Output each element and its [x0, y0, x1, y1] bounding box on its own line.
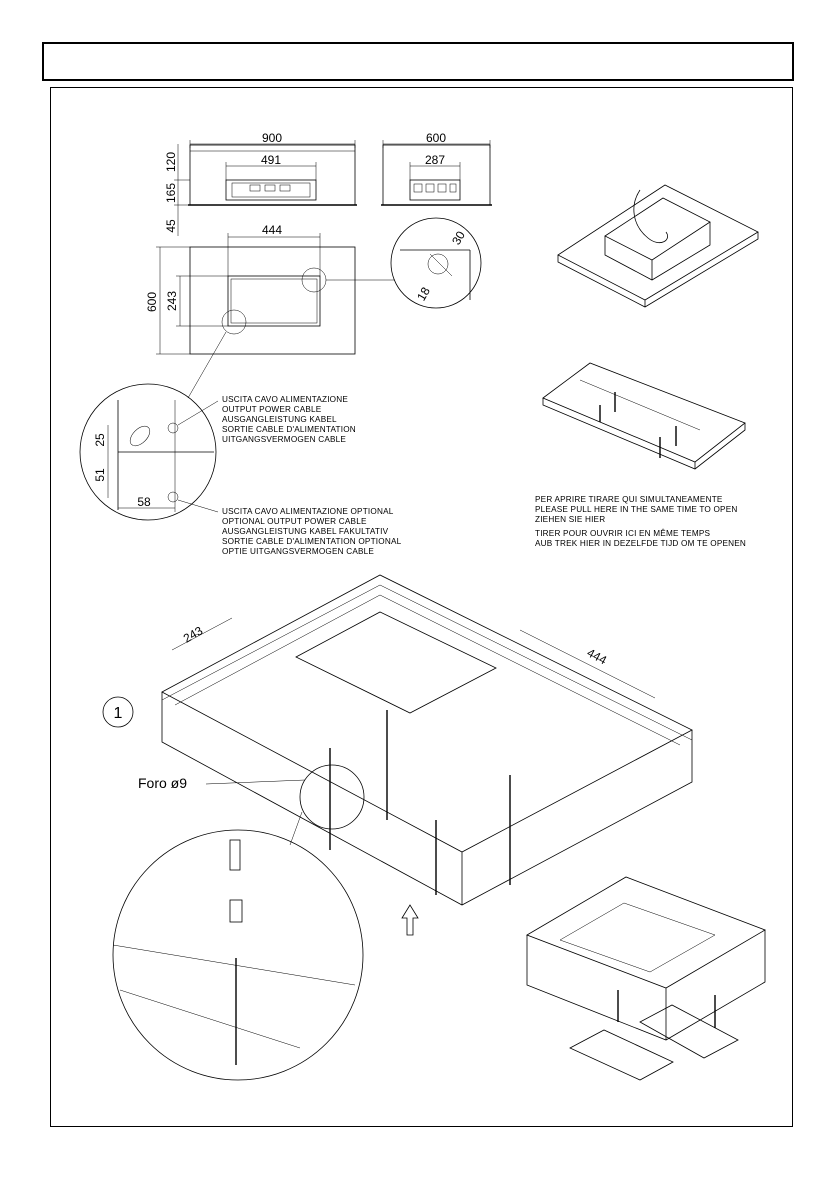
svg-text:USCITA CAVO ALIMENTAZIONE: USCITA CAVO ALIMENTAZIONE [222, 395, 348, 404]
dim-30: 30 [449, 228, 468, 247]
note-output-cable-optional: USCITA CAVO ALIMENTAZIONE OPTIONAL OPTIO… [222, 507, 402, 556]
plan-view: 444 600 243 [145, 223, 395, 399]
svg-text:PER APRIRE TIRARE QUI SIMULTAN: PER APRIRE TIRARE QUI SIMULTANEAMENTE [535, 495, 723, 504]
dim-45: 45 [164, 219, 178, 233]
dim-18: 18 [414, 284, 433, 303]
dim-600-plan: 600 [145, 292, 159, 312]
svg-text:AUSGANGLEISTUNG KABEL FAKULTAT: AUSGANGLEISTUNG KABEL FAKULTATIV [222, 527, 389, 536]
dim-51: 51 [93, 468, 107, 482]
dim-491: 491 [261, 153, 281, 167]
dim-444-plan: 444 [262, 223, 282, 237]
svg-text:OPTIE UITGANGSVERMOGEN CABLE: OPTIE UITGANGSVERMOGEN CABLE [222, 547, 374, 556]
ceiling-install: 243 444 1 Foro ø9 [102, 574, 693, 1081]
note-pull-to-open: PER APRIRE TIRARE QUI SIMULTANEAMENTE PL… [535, 495, 746, 548]
svg-text:USCITA CAVO ALIMENTAZIONE OPTI: USCITA CAVO ALIMENTAZIONE OPTIONAL [222, 507, 394, 516]
svg-text:OUTPUT POWER CABLE: OUTPUT POWER CABLE [222, 405, 322, 414]
step-circle [102, 696, 134, 728]
dim-243-plan: 243 [165, 291, 179, 311]
dim-287: 287 [425, 153, 445, 167]
dim-243-install: 243 [181, 623, 206, 645]
svg-text:SORTIE CABLE D'ALIMENTATION: SORTIE CABLE D'ALIMENTATION [222, 425, 356, 434]
svg-text:TIRER POUR OUVRIR ICI EN MÊME: TIRER POUR OUVRIR ICI EN MÊME TEMPS [535, 528, 711, 538]
hood-iso-bottom [526, 876, 766, 1081]
svg-text:ZIEHEN SIE HIER: ZIEHEN SIE HIER [535, 515, 605, 524]
svg-text:AUSGANGLEISTUNG KABEL: AUSGANGLEISTUNG KABEL [222, 415, 337, 424]
dim-58: 58 [137, 495, 151, 509]
anchor-detail-circle [112, 829, 364, 1081]
svg-text:AUB TREK HIER IN DEZELFDE TIJD: AUB TREK HIER IN DEZELFDE TIJD OM TE OPE… [535, 539, 746, 548]
svg-text:SORTIE CABLE D'ALIMENTATION OP: SORTIE CABLE D'ALIMENTATION OPTIONAL [222, 537, 402, 546]
detail-cable-outlet: 25 51 58 [79, 383, 219, 521]
svg-text:UITGANGSVERMOGEN CABLE: UITGANGSVERMOGEN CABLE [222, 435, 346, 444]
dim-120: 120 [164, 152, 178, 172]
hood-iso-top [557, 184, 759, 308]
side-elevation: 600 287 [381, 131, 492, 206]
detail-corner: 30 18 [390, 217, 482, 309]
step-number: 1 [114, 705, 123, 722]
front-elevation: 900 491 120 165 45 [164, 131, 357, 236]
dim-600-side: 600 [426, 131, 446, 145]
dim-900: 900 [262, 131, 282, 145]
drawing-frame [50, 87, 793, 1127]
hood-iso-filter [542, 362, 746, 470]
dim-165: 165 [164, 183, 178, 203]
up-arrow [401, 904, 419, 936]
svg-text:PLEASE PULL HERE IN THE SAME T: PLEASE PULL HERE IN THE SAME TIME TO OPE… [535, 505, 737, 514]
svg-text:OPTIONAL OUTPUT POWER CABLE: OPTIONAL OUTPUT POWER CABLE [222, 517, 367, 526]
note-output-cable: USCITA CAVO ALIMENTAZIONE OUTPUT POWER C… [222, 395, 356, 444]
hole-label: Foro ø9 [138, 775, 187, 791]
header-box [42, 42, 794, 81]
dim-25: 25 [93, 433, 107, 447]
